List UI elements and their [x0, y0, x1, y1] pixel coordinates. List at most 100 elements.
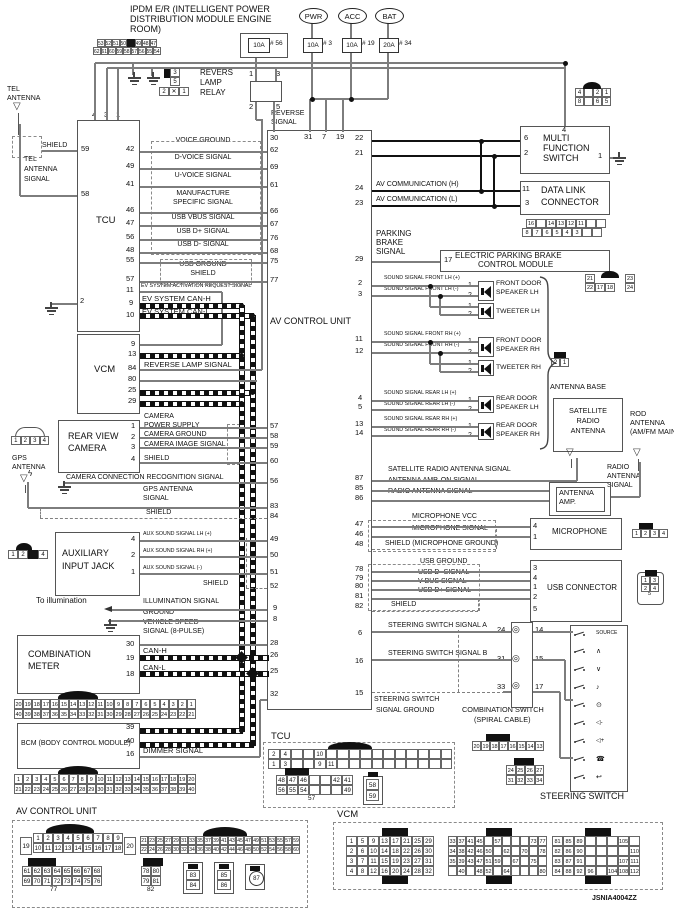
wire: [132, 63, 134, 75]
connector-cell: [348, 749, 360, 759]
connector-cell: 1: [8, 550, 18, 559]
wire: [372, 611, 478, 612]
connector-tab: [219, 864, 229, 869]
connector-cell: 48: [142, 39, 150, 47]
connector-cell: 42: [466, 846, 475, 856]
signal-label: 17: [535, 682, 544, 691]
connector-cell: 1: [179, 87, 189, 96]
signal-label: 39: [126, 722, 135, 731]
connector-cell: 13: [379, 836, 390, 846]
signal-label: 3: [104, 111, 108, 119]
connector-tab: [16, 543, 32, 550]
signal-label: 11: [126, 285, 134, 294]
connector-cell: 5: [552, 228, 562, 237]
connector-cell: 43: [466, 856, 475, 866]
connector-cell: 7: [93, 833, 103, 843]
signal-label: 3: [131, 442, 136, 451]
connector-cell: [520, 866, 529, 876]
connector-cell: 1: [346, 836, 357, 846]
connector-cell: 5: [357, 836, 368, 846]
connector-tab: [601, 271, 619, 278]
connector-cell: 33: [77, 709, 87, 719]
wire: [564, 660, 566, 700]
can-wire: [140, 353, 243, 359]
signal-label: SHIELD: [144, 455, 170, 462]
speaker-icon: [481, 365, 484, 372]
satellite-antenna-icon: ▽: [566, 447, 574, 458]
connector-cell: [511, 836, 520, 846]
signal-label: TWEETER RH: [496, 364, 541, 371]
connector-cell: 81: [151, 876, 161, 886]
connector-tab: [203, 827, 247, 836]
signal-label: 48: [355, 539, 364, 548]
signal-label: SOUND SIGNAL REAR RH (+): [384, 416, 458, 422]
connector-cell: 15: [59, 699, 69, 709]
connector-cell: 38: [457, 846, 466, 856]
signal-label: AUX SOUND SIGNAL LH (+): [143, 531, 212, 537]
connector-tab: [486, 828, 512, 836]
signal-label: ANTENNA: [7, 95, 41, 102]
connector-cell: [371, 749, 383, 759]
signal-label: 19: [336, 132, 345, 141]
pwr-source: PWR: [299, 8, 328, 24]
connector-cell: 24: [41, 784, 51, 794]
connector-cell: 29: [423, 836, 434, 846]
can-wire: [140, 313, 254, 319]
electric-parking-brake-box: [440, 250, 610, 272]
signal-label: SATELLITE: [569, 406, 607, 415]
wire: [430, 363, 478, 365]
connector-cell: 15: [379, 856, 390, 866]
rod-antenna-icon: ▽: [633, 447, 641, 458]
signal-label: COMBINATION: [28, 649, 91, 659]
wire: [95, 62, 565, 64]
signal-label: 33: [497, 682, 506, 691]
wire: [260, 699, 267, 701]
connector-cell: 20: [14, 699, 24, 709]
connector-cell: [394, 749, 406, 759]
wire: [20, 195, 77, 197]
wire: [559, 692, 561, 758]
connector-cell: 18: [113, 843, 123, 853]
connector-cell: 13: [77, 699, 87, 709]
signal-label: SIGNAL: [24, 176, 50, 183]
signal-label: REVERSE LAMP SIGNAL: [144, 360, 232, 369]
bus-wire: [372, 189, 520, 193]
connector-cell: [618, 846, 629, 856]
signal-label: 1: [249, 69, 254, 78]
connector-cell: 27: [68, 784, 78, 794]
signal-label: 9: [129, 298, 134, 307]
junction-dot: [437, 350, 443, 356]
connector-cell: 37: [41, 709, 51, 719]
connector-cell: 34: [534, 775, 544, 785]
signal-label: 78: [355, 564, 364, 573]
connector-cell: [538, 856, 547, 866]
connector-cell: 62: [32, 866, 42, 876]
connector-tab: [368, 772, 378, 777]
connector-cell: 4: [346, 866, 357, 876]
connector-tab: [46, 824, 94, 833]
junction-dot: [238, 352, 244, 358]
wire: [140, 573, 267, 575]
connector-cell: 18: [490, 741, 499, 751]
wire: [372, 490, 549, 492]
connector-cell: 1: [560, 358, 569, 367]
signal-label: 19: [126, 653, 135, 662]
signal-label: 16: [355, 656, 364, 665]
connector-cell: 16: [150, 774, 160, 784]
wire: [387, 51, 389, 99]
junction-dot: [562, 60, 568, 66]
signal-label: 57: [126, 274, 135, 283]
signal-label: AUX SOUND SIGNAL RH (+): [143, 548, 213, 554]
wire: [440, 314, 478, 316]
connector-cell: 38: [32, 709, 42, 719]
tcu-label: TCU: [96, 215, 116, 226]
connector-cell: 64: [52, 866, 62, 876]
signal-label: 1: [598, 151, 603, 160]
connector-cell: 13: [556, 219, 566, 228]
connector-cell: 75: [529, 856, 538, 866]
signal-label: 77: [50, 886, 58, 893]
connector-cell: 8: [77, 774, 87, 784]
